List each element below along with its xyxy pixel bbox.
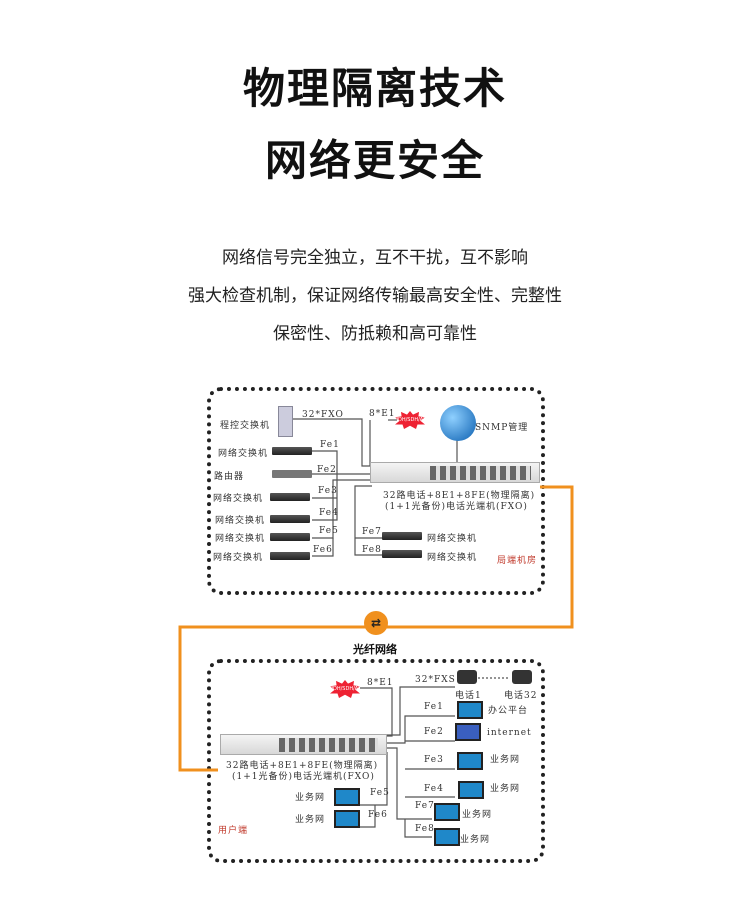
fxo-label: 32*FXO: [302, 410, 344, 420]
device-label-line1: 32路电话+8E1+8FE(物理隔离): [383, 491, 536, 501]
switch-icon: [270, 515, 310, 523]
port-label: Fe8: [362, 545, 382, 555]
body-line-1: 网络信号完全独立，互不干扰，互不影响: [222, 248, 528, 268]
switch-icon: [270, 493, 310, 501]
switch-icon: [270, 552, 310, 560]
left-device-label: 网络交换机: [213, 494, 264, 504]
port-label: Fe7: [415, 801, 435, 811]
optical-terminal-device: [220, 734, 387, 755]
left-device-label: 网络交换机: [218, 449, 269, 459]
right-device-label: 网络交换机: [427, 534, 478, 544]
port-label: Fe1: [424, 702, 444, 712]
switch-icon: [272, 447, 312, 455]
endpoint-label: 业务网: [462, 810, 493, 820]
port-label: Fe2: [424, 727, 444, 737]
phone1-label: 电话1: [455, 691, 482, 701]
port-label: Fe6: [368, 810, 388, 820]
e1-label: 8*E1: [367, 678, 394, 688]
right-device-label: 网络交换机: [427, 553, 478, 563]
site-label: 用户端: [218, 826, 249, 836]
endpoint-label: 业务网: [490, 784, 521, 794]
computer-icon: [434, 803, 460, 821]
endpoint-label: 业务网: [460, 835, 491, 845]
port-label: Fe2: [317, 465, 337, 475]
switch-icon: [270, 533, 310, 541]
device-label-line2: (1+1光备份)电话光端机(FXO): [232, 772, 375, 782]
body-line-3: 保密性、防抵赖和高可靠性: [273, 324, 477, 344]
user-side-box: [207, 659, 545, 863]
phone-icon: [512, 670, 532, 684]
fxs-label: 32*FXS: [415, 675, 456, 685]
pbx-cabinet-icon: [278, 406, 293, 437]
endpoint-label: 业务网: [295, 793, 326, 803]
endpoint-label: 业务网: [490, 755, 521, 765]
pbx-label: 程控交换机: [220, 421, 271, 431]
body-line-2: 强大检查机制，保证网络传输最高安全性、完整性: [188, 286, 562, 306]
headline-line2: 网络更安全: [264, 136, 485, 185]
fiber-label: 光纤网络: [353, 643, 397, 656]
site-label: 局端机房: [497, 556, 538, 566]
snmp-label: SNMP管理: [475, 423, 529, 433]
central-office-box: [207, 387, 545, 595]
port-label: Fe4: [319, 508, 339, 518]
left-device-label: 网络交换机: [215, 516, 266, 526]
fiber-icon: ⇄: [364, 611, 388, 635]
computer-icon: [334, 810, 360, 828]
e1-label: 8*E1: [369, 409, 396, 419]
left-device-label: 网络交换机: [213, 553, 264, 563]
port-label: Fe6: [313, 545, 333, 555]
port-label: Fe4: [424, 784, 444, 794]
port-label: Fe7: [362, 527, 382, 537]
port-label: Fe5: [370, 788, 390, 798]
device-label-line1: 32路电话+8E1+8FE(物理隔离): [226, 761, 379, 771]
snmp-globe-icon: [440, 405, 476, 441]
port-label: Fe3: [424, 755, 444, 765]
port-label: Fe3: [318, 486, 338, 496]
sdh-cloud-icon: PDH/SDH/ATM: [395, 411, 425, 429]
phone32-label: 电话32: [504, 691, 538, 701]
endpoint-label: 办公平台: [488, 706, 529, 716]
left-device-label: 路由器: [214, 472, 245, 482]
sdh-cloud-icon: PDH/SDH/ATM: [330, 680, 360, 698]
laptop-icon: [455, 723, 481, 741]
router-icon: [272, 470, 312, 478]
phone-icon: [457, 670, 477, 684]
left-device-label: 网络交换机: [215, 534, 266, 544]
switch-icon: [382, 550, 422, 558]
headline-line1: 物理隔离技术: [242, 64, 507, 113]
computer-icon: [434, 828, 460, 846]
computer-icon: [457, 752, 483, 770]
port-label: Fe1: [320, 440, 340, 450]
port-label: Fe5: [319, 526, 339, 536]
device-label-line2: (1+1光备份)电话光端机(FXO): [385, 502, 528, 512]
port-label: Fe8: [415, 824, 435, 834]
computer-icon: [457, 701, 483, 719]
computer-icon: [458, 781, 484, 799]
computer-icon: [334, 788, 360, 806]
endpoint-label: internet: [487, 728, 532, 738]
switch-icon: [382, 532, 422, 540]
endpoint-label: 业务网: [295, 815, 326, 825]
optical-terminal-device: [370, 462, 540, 483]
